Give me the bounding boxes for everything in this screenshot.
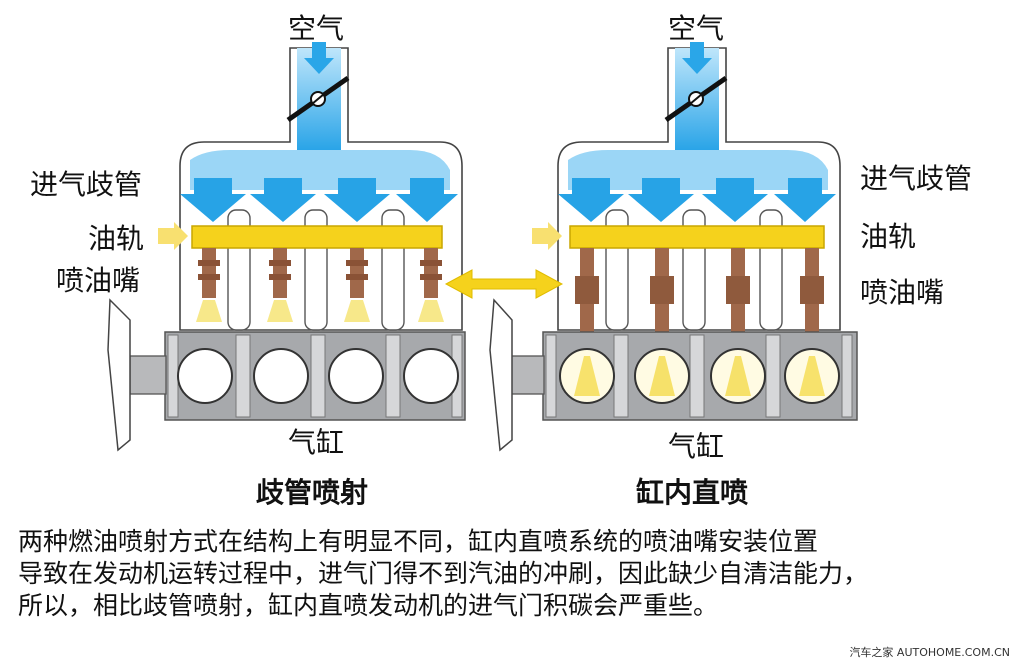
watermark: 汽车之家 AUTOHOME.COM.CN bbox=[849, 646, 1010, 659]
left-cylinders bbox=[177, 348, 459, 404]
left-air-flow-arrows bbox=[180, 150, 458, 222]
compare-double-arrow-icon bbox=[444, 269, 564, 299]
caption: 两种燃油喷射方式在结构上有明显不同，缸内直喷系统的喷油嘴安装位置 导致在发动机运… bbox=[18, 526, 1008, 622]
right-air-in-arrow-icon bbox=[682, 42, 712, 74]
right-cylinders bbox=[559, 348, 840, 404]
right-injector-label: 喷油嘴 bbox=[860, 276, 944, 309]
left-fuel-rail bbox=[191, 225, 443, 249]
left-manifold-label: 进气歧管 bbox=[30, 168, 142, 201]
left-injectors bbox=[196, 248, 444, 322]
right-rail-label: 油轨 bbox=[860, 220, 916, 253]
right-flywheel bbox=[489, 298, 513, 452]
right-fuel-rail bbox=[569, 225, 825, 249]
left-injector-label: 喷油嘴 bbox=[56, 264, 140, 297]
left-rail-label: 油轨 bbox=[88, 222, 144, 255]
right-air-label: 空气 bbox=[668, 12, 724, 45]
caption-line: 两种燃油喷射方式在结构上有明显不同，缸内直喷系统的喷油嘴安装位置 bbox=[18, 527, 819, 556]
caption-line: 导致在发动机运转过程中，进气门得不到汽油的冲刷，因此缺少自清洁能力， bbox=[18, 559, 869, 588]
right-air-flow-arrows bbox=[558, 150, 836, 222]
left-rail-arrow-icon bbox=[158, 222, 188, 250]
right-engine bbox=[489, 42, 858, 452]
right-manifold-label: 进气歧管 bbox=[860, 162, 972, 195]
caption-line: 所以，相比歧管喷射，缸内直喷发动机的进气门积碳会严重些。 bbox=[18, 591, 719, 620]
right-cylinder-label: 气缸 bbox=[668, 430, 724, 463]
left-air-label: 空气 bbox=[288, 12, 344, 45]
left-cylinder-label: 气缸 bbox=[288, 426, 344, 459]
right-rail-arrow-icon bbox=[532, 222, 562, 250]
left-title: 歧管喷射 bbox=[256, 476, 368, 509]
left-flywheel bbox=[107, 298, 131, 452]
left-air-in-arrow-icon bbox=[304, 42, 334, 74]
left-engine bbox=[107, 42, 466, 452]
right-title: 缸内直喷 bbox=[636, 476, 748, 509]
